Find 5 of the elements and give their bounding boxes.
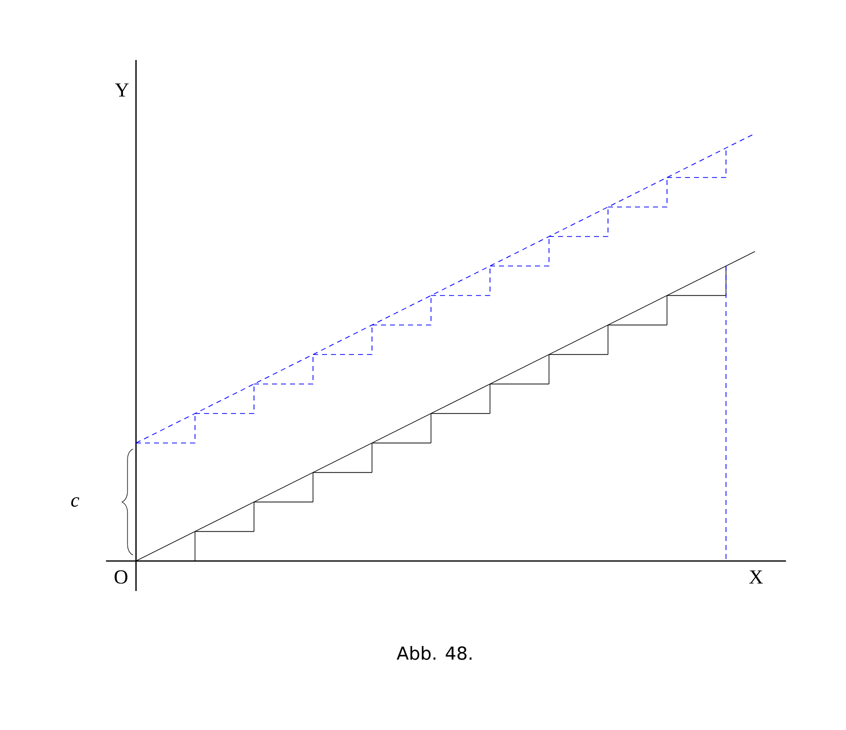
- caption: Abb. 48.: [396, 646, 472, 660]
- axis-label: Y: [115, 83, 129, 97]
- axis-label: X: [749, 570, 763, 584]
- axis-label: O: [114, 570, 128, 584]
- axis-label: c: [71, 497, 80, 507]
